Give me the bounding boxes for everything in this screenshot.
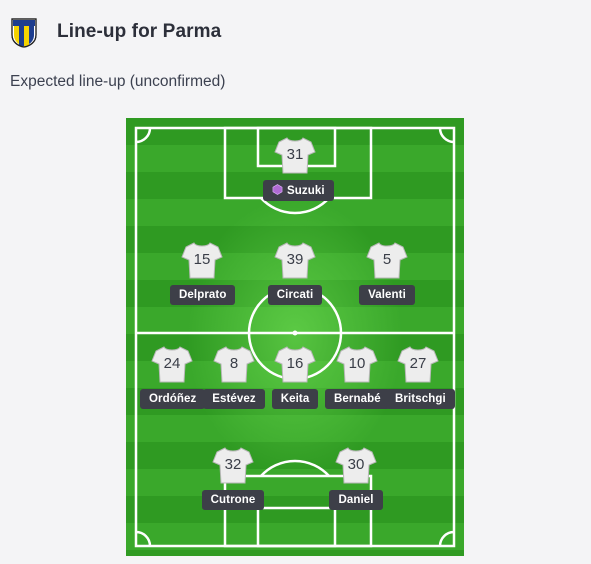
player-name: Cutrone xyxy=(210,494,256,506)
shirt-icon: 30 xyxy=(335,446,377,484)
player-name: Suzuki xyxy=(287,185,325,197)
shirt-icon: 16 xyxy=(274,345,316,383)
lineup-status-label: Expected line-up (unconfirmed) xyxy=(10,73,226,90)
player-name-plate: Keita xyxy=(271,389,319,409)
gem-icon xyxy=(272,184,283,195)
shirt-number: 5 xyxy=(382,251,392,268)
page-title: Line-up for Parma xyxy=(57,21,222,42)
parma-crest-icon xyxy=(11,18,37,48)
shirt-number: 15 xyxy=(193,251,211,268)
player-name-plate: Estévez xyxy=(203,389,265,409)
player-name-plate: Ordóñez xyxy=(140,389,206,409)
player-name: Bernabé xyxy=(334,393,381,405)
shirt-number: 10 xyxy=(348,355,366,372)
shirt-icon: 15 xyxy=(181,241,223,279)
player-defender[interactable]: 15 Delprato xyxy=(170,241,236,305)
player-midfielder[interactable]: 10 Bernabé xyxy=(325,345,390,409)
shirt-icon: 32 xyxy=(212,446,254,484)
shirt-icon: 39 xyxy=(274,241,316,279)
shirt-number: 8 xyxy=(229,355,239,372)
player-name: Britschgi xyxy=(395,393,446,405)
player-name-plate: Delprato xyxy=(170,285,236,305)
player-name: Ordóñez xyxy=(149,393,197,405)
shirt-number: 27 xyxy=(409,355,427,372)
player-name: Circati xyxy=(276,289,314,301)
shirt-number: 16 xyxy=(286,355,304,372)
shirt-icon: 5 xyxy=(366,241,408,279)
player-forward[interactable]: 32 Cutrone xyxy=(201,446,265,510)
player-goalkeeper[interactable]: 31 Suzuki xyxy=(263,136,334,201)
player-name: Estévez xyxy=(212,393,256,405)
player-midfielder[interactable]: 27 Britschgi xyxy=(386,345,455,409)
lineup-card: Line-up for Parma Expected line-up (unco… xyxy=(0,5,585,558)
shirt-icon: 10 xyxy=(336,345,378,383)
player-defender[interactable]: 39 Circati xyxy=(263,241,327,305)
shirt-number: 24 xyxy=(163,355,181,372)
player-defender[interactable]: 5 Valenti xyxy=(355,241,419,305)
player-name: Valenti xyxy=(368,289,406,301)
player-name: Keita xyxy=(280,393,310,405)
player-name-plate: Daniel xyxy=(329,490,383,510)
player-name-plate: Cutrone xyxy=(201,490,265,510)
player-name-plate: Bernabé xyxy=(325,389,390,409)
player-midfielder[interactable]: 16 Keita xyxy=(263,345,327,409)
shirt-number: 39 xyxy=(286,251,304,268)
player-name: Delprato xyxy=(179,289,227,301)
shirt-icon: 27 xyxy=(397,345,439,383)
football-pitch: 31 Suzuki 15 Delprato 39 Circati 5 xyxy=(126,118,464,556)
shirt-number: 30 xyxy=(347,456,365,473)
shirt-icon: 24 xyxy=(151,345,193,383)
player-name-plate: Valenti xyxy=(359,285,415,305)
player-name-plate: Suzuki xyxy=(263,180,334,201)
shirt-icon: 8 xyxy=(213,345,255,383)
player-name-plate: Britschgi xyxy=(386,389,455,409)
player-midfielder[interactable]: 24 Ordóñez xyxy=(140,345,206,409)
player-midfielder[interactable]: 8 Estévez xyxy=(202,345,266,409)
player-name: Daniel xyxy=(338,494,374,506)
shirt-number: 32 xyxy=(224,456,242,473)
pitch-markings xyxy=(134,126,456,548)
shirt-icon: 31 xyxy=(274,136,316,174)
player-forward[interactable]: 30 Daniel xyxy=(324,446,388,510)
player-name-plate: Circati xyxy=(267,285,323,305)
shirt-number: 31 xyxy=(286,146,304,163)
